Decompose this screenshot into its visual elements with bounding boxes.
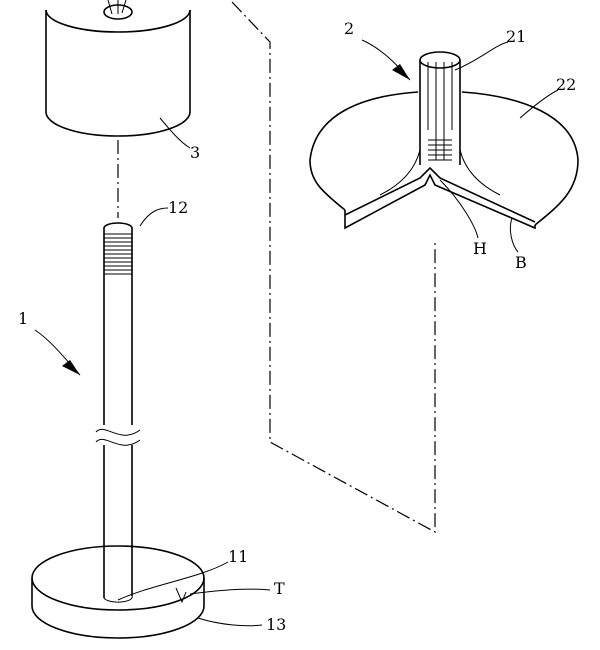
base-13 bbox=[31, 545, 205, 639]
label-3: 3 bbox=[190, 143, 200, 162]
label-12: 12 bbox=[168, 198, 188, 217]
label-13: 13 bbox=[266, 615, 286, 634]
dash-dot-path bbox=[231, 1, 436, 534]
label-B: B bbox=[515, 253, 527, 272]
dish-assembly-2 bbox=[309, 51, 579, 230]
label-H: H bbox=[473, 239, 487, 258]
rod bbox=[95, 222, 141, 598]
label-T: T bbox=[274, 579, 285, 598]
leaders bbox=[34, 39, 559, 627]
thread bbox=[104, 233, 132, 275]
label-21: 21 bbox=[506, 27, 526, 46]
label-11: 11 bbox=[228, 547, 248, 566]
cylinder-3 bbox=[45, 0, 191, 137]
label-22: 22 bbox=[556, 75, 576, 94]
label-2: 2 bbox=[344, 19, 354, 38]
label-1: 1 bbox=[18, 309, 28, 328]
